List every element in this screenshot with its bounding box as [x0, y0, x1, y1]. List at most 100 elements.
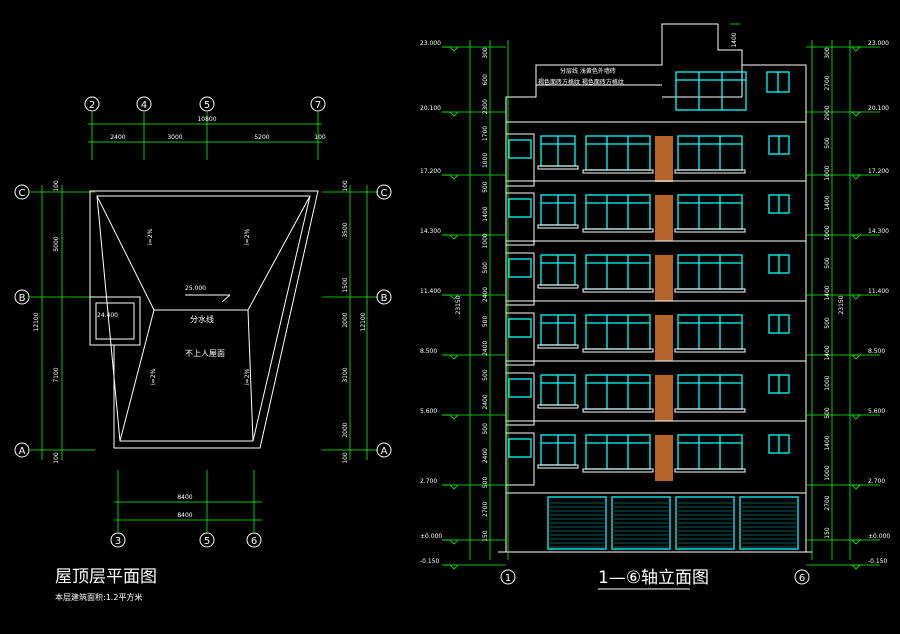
roof-plan-title: 屋顶层平面图	[55, 567, 157, 587]
dim-text: 1400	[824, 435, 831, 450]
dim-text: 500	[824, 317, 831, 329]
roof-left-axes: C B A 12100 100 5000 7100 100	[14, 180, 95, 464]
dim-text: 2700	[824, 495, 831, 510]
dim-text: 500	[482, 477, 489, 489]
axis-label: 4	[141, 100, 147, 111]
axis-label: B	[19, 293, 26, 304]
roof-top-axes: 2 4 5 7 10800 2400 3000 5200 100	[84, 96, 326, 160]
level-label: 11.400	[868, 288, 889, 295]
dim-text: 1400	[824, 195, 831, 210]
svg-text:2000: 2000	[342, 312, 349, 327]
svg-text:23150: 23150	[838, 295, 845, 314]
svg-text:8400: 8400	[177, 494, 192, 501]
floor	[505, 300, 806, 366]
roof-right-axes: C B A 100 3500 1500 2000 3100 2000 100 1…	[322, 180, 392, 464]
level-label: 8.500	[420, 348, 437, 355]
dim-text: 2400	[482, 448, 489, 463]
level-label: 20.100	[420, 105, 441, 112]
level-label: -0.150	[420, 558, 440, 565]
axis-bubble-5	[199, 96, 215, 112]
svg-text:C: C	[381, 188, 388, 199]
dim-text: 500	[482, 369, 489, 381]
dim-text: 500	[482, 316, 489, 328]
axis-label: 7	[315, 100, 321, 111]
axis-label: 2	[89, 100, 95, 111]
elevation-title: 1—⑥轴立面图	[598, 568, 709, 588]
dim-text: 500	[824, 137, 831, 149]
svg-text:3: 3	[115, 536, 121, 547]
dim-text: 1000	[824, 225, 831, 240]
level-label: 17.200	[420, 168, 441, 175]
svg-text:6: 6	[251, 536, 257, 547]
dim-text: 5200	[254, 134, 269, 141]
svg-text:5: 5	[204, 536, 210, 547]
roof-plan-subtitle: 本层建筑面积:1.2平方米	[55, 592, 142, 602]
svg-text:1500: 1500	[342, 277, 349, 292]
axis-label: C	[19, 188, 26, 199]
svg-text:3100: 3100	[342, 367, 349, 382]
axis-label: A	[19, 446, 26, 457]
dim-text: 2700	[482, 502, 489, 517]
dim-text: 150	[824, 527, 831, 539]
axis-bubble-7	[310, 96, 326, 112]
svg-text:i=2%: i=2%	[244, 228, 251, 245]
svg-text:i=2%: i=2%	[150, 368, 157, 385]
level-label: 20.100	[868, 105, 889, 112]
level-label: 2.700	[420, 478, 437, 485]
dim-text: 1400	[824, 345, 831, 360]
level-label: 14.300	[420, 228, 441, 235]
floor	[505, 360, 806, 426]
elevation: 分层线 浅黄色外墙砖 褐色面砖方格纹 褐色面砖方格纹 23.00	[420, 23, 890, 590]
level-label: 17.200	[868, 168, 889, 175]
level-label: 5.600	[868, 408, 885, 415]
dim-text: 2400	[482, 394, 489, 409]
top-floor-windows	[675, 71, 790, 111]
dim-text: 100	[314, 134, 326, 141]
axis-bubble-6	[794, 569, 810, 585]
axis-bubble-1	[500, 569, 516, 585]
svg-text:1: 1	[505, 573, 511, 584]
dim-text: 1000	[482, 153, 489, 168]
dim-text: 500	[482, 181, 489, 193]
svg-text:5000: 5000	[53, 236, 60, 251]
dim-text: 500	[482, 423, 489, 435]
svg-text:100: 100	[53, 180, 60, 192]
floor	[505, 180, 806, 246]
divide-line-label: 分水线	[190, 314, 214, 324]
svg-text:7100: 7100	[53, 367, 60, 382]
svg-text:A: A	[381, 446, 388, 457]
level-label: ±0.000	[420, 533, 442, 540]
roof-outline	[89, 190, 319, 449]
dim-text: 500	[482, 262, 489, 274]
svg-text:i=2%: i=2%	[244, 368, 251, 385]
dim-text: 500	[824, 257, 831, 269]
svg-text:100: 100	[342, 180, 349, 192]
dim-text: 150	[482, 530, 489, 542]
svg-text:i=2%: i=2%	[147, 228, 154, 245]
axis-bubble-2	[84, 96, 100, 112]
level-label: 5.600	[420, 408, 437, 415]
dim-total: 12100	[33, 312, 40, 331]
svg-text:3500: 3500	[342, 222, 349, 237]
roof-bottom-axes: 3 5 6 8400 8400	[110, 470, 262, 548]
dim-text: 1000	[824, 165, 831, 180]
level-label: -0.150	[868, 558, 888, 565]
dim-text: 2700	[824, 75, 831, 90]
elev-label: 24.400	[97, 312, 118, 319]
level-label: 14.300	[868, 228, 889, 235]
floor	[505, 121, 806, 187]
level-label: ±0.000	[868, 533, 890, 540]
note-line: 褐色面砖方格纹 褐色面砖方格纹	[538, 78, 624, 86]
floors	[505, 121, 806, 486]
floor	[505, 420, 806, 486]
level-label: 2.700	[868, 478, 885, 485]
elev-left-dims: 23.00020.10017.20014.30011.4008.5005.600…	[420, 40, 509, 570]
dim-text: 2400	[110, 134, 125, 141]
dim-text: 1400	[824, 285, 831, 300]
axis-label: 5	[204, 100, 210, 111]
note-line: 分层线 浅黄色外墙砖	[560, 67, 616, 75]
dim-text: 1400	[482, 206, 489, 221]
dim-text: 2300	[482, 99, 489, 114]
shopfronts	[547, 496, 799, 550]
level-label: 8.500	[868, 348, 885, 355]
